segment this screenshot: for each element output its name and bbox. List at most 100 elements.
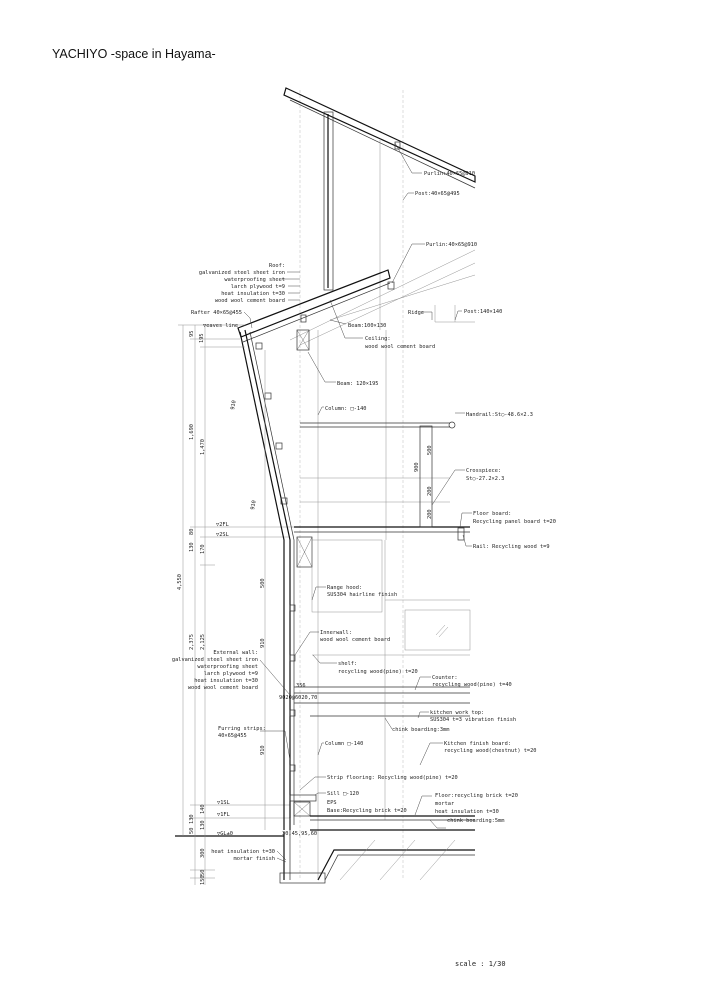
upper-roof: [283, 87, 476, 330]
dim-lower-outer: 2,375: [189, 634, 195, 650]
label-roof: heat insulation t=30: [221, 291, 285, 297]
label-column-upper: Column: □-140: [325, 406, 366, 412]
dim-200: 200: [427, 486, 433, 496]
dim-130: 130: [189, 814, 195, 824]
dim-910: 910: [260, 638, 266, 648]
label-external-wall: larch plywood t=9: [204, 671, 258, 677]
label-sill: Sill □-120: [327, 791, 359, 797]
drawing-title: YACHIYO -space in Hayama-: [52, 47, 216, 61]
label-floor-layers: heat insulation t=30: [435, 809, 499, 815]
label-range-hood: SUS304 hairline finish: [327, 592, 397, 598]
dim-300: 300: [200, 848, 206, 858]
label-ceiling: wood wool cement board: [365, 344, 435, 350]
label-level-gl: ▽GL±0: [217, 831, 233, 837]
label-post-top: Post:40×65@495: [415, 191, 460, 197]
label-shelf: recycling wood(pine) t=20: [338, 669, 418, 675]
annotations: Purlin:40×65@910 Post:40×65@495 Purlin:4…: [172, 171, 556, 862]
dim-140: 140: [200, 804, 206, 814]
label-beam-small: Beam:100×130: [348, 323, 386, 329]
dim-base: 30,45,95,60: [282, 831, 317, 837]
label-eps: EPS: [327, 800, 337, 806]
label-chink-3mm: chink boarding:3mm: [392, 727, 449, 733]
label-crosspiece: Crosspiece:: [466, 468, 501, 474]
dim-910: 910: [230, 400, 238, 410]
dim-upper-outer: 1,690: [189, 424, 195, 440]
dim-upper-inner: 1,470: [200, 439, 206, 455]
label-foundation: mortar finish: [234, 856, 275, 862]
label-roof: wood wool cement board: [215, 298, 285, 304]
dim-910: 910: [260, 745, 266, 755]
label-eaves-line: ▽eaves line: [203, 323, 238, 329]
label-purlin-mid: Purlin:40×65@910: [426, 242, 477, 248]
label-kitchen-work-top: kitchen work top:: [430, 710, 484, 716]
dim-130: 130: [189, 542, 195, 552]
dim-50: 50: [189, 828, 195, 834]
dim-130: 130: [200, 820, 206, 830]
dimension-lines: [178, 324, 266, 885]
label-external-wall: heat insulation t=30: [194, 678, 258, 684]
label-ceiling: Ceiling:: [365, 336, 391, 342]
dim-50: 50: [200, 870, 206, 876]
kitchen: [294, 539, 471, 820]
label-handrail: Handrail:St○-48.6×2.3: [466, 412, 533, 418]
label-post-main: Post:140×140: [464, 309, 502, 315]
label-innerwall: Innerwall:: [320, 630, 352, 636]
label-external-wall: External wall:: [213, 650, 258, 656]
label-roof: galvanized steel sheet iron: [199, 270, 285, 276]
dim-counter: 9020@6020,70: [279, 695, 317, 701]
label-column-lower: Column □-140: [325, 741, 363, 747]
dim-910: 910: [250, 500, 258, 510]
label-kitchen-finish: Kitchen finish board:: [444, 741, 511, 747]
ground-floor: [175, 794, 475, 884]
label-external-wall: waterproofing sheet: [197, 664, 258, 670]
dim-500: 500: [427, 445, 433, 455]
label-innerwall: wood wool cement board: [320, 637, 390, 643]
label-kitchen-work-top: SUS304 t=3 vibration finish: [430, 717, 516, 723]
label-furring: 40×65@455: [218, 733, 247, 739]
dim-356: 356: [296, 683, 306, 689]
external-wall: [239, 329, 313, 830]
label-strip-flooring: Strip flooring: Recycling wood(pine) t=2…: [327, 775, 458, 781]
dim-150: 150: [200, 875, 206, 885]
label-level-2fl: ▽2FL: [216, 522, 229, 528]
dim-500: 500: [260, 578, 266, 588]
label-floor-board: Recycling panel board t=20: [473, 519, 556, 525]
label-level-1sl: ▽1SL: [217, 800, 230, 806]
dim-lower-inner: 2,125: [200, 634, 206, 650]
label-roof: Roof:: [269, 263, 285, 269]
leader-lines: [243, 142, 472, 863]
label-range-hood: Range hood:: [327, 585, 362, 591]
label-shelf: shelf:: [338, 661, 357, 667]
label-external-wall: galvanized steel sheet iron: [172, 657, 258, 663]
label-level-2sl: ▽2SL: [216, 532, 229, 538]
label-furring: Furring strips:: [218, 726, 266, 732]
label-purlin-top: Purlin:40×65@910: [424, 171, 475, 177]
dim-200: 200: [427, 509, 433, 519]
label-chink-5mm: chink boarding:5mm: [447, 818, 504, 824]
label-rail: Rail: Recycling wood t=9: [473, 544, 550, 550]
scale-label: scale : 1/30: [455, 960, 506, 968]
label-external-wall: wood wool cement board: [188, 685, 258, 691]
label-counter: Counter:: [432, 675, 458, 681]
dim-95: 95: [189, 331, 195, 337]
dim-total: 4,550: [177, 574, 183, 590]
label-beam-large: Beam: 120×195: [337, 381, 378, 387]
second-floor: [294, 421, 470, 541]
label-foundation: heat insulation t=30: [211, 849, 275, 855]
dim-900: 900: [414, 462, 420, 472]
dim-80: 80: [189, 529, 195, 535]
dimension-labels: 4,550 1,690 2,375 1,470 2,125 95 195 80 …: [177, 331, 433, 885]
label-counter: recycling wood(pine) t=40: [432, 682, 512, 688]
label-ridge: Ridge: [408, 310, 424, 316]
label-floor-layers: mortar: [435, 801, 454, 807]
label-floor-layers: Floor:recycling brick t=20: [435, 793, 518, 799]
label-roof: larch plywood t=9: [231, 284, 285, 290]
label-rafter: Rafter 40×65@455: [191, 310, 242, 316]
label-kitchen-finish: recycling wood(chestnut) t=20: [444, 748, 536, 754]
dim-195: 195: [199, 333, 205, 343]
dim-170: 170: [200, 544, 206, 554]
label-crosspiece: St○-27.2×2.3: [466, 476, 504, 482]
label-floor-board: Floor board:: [473, 511, 511, 517]
label-level-1fl: ▽1FL: [217, 812, 230, 818]
